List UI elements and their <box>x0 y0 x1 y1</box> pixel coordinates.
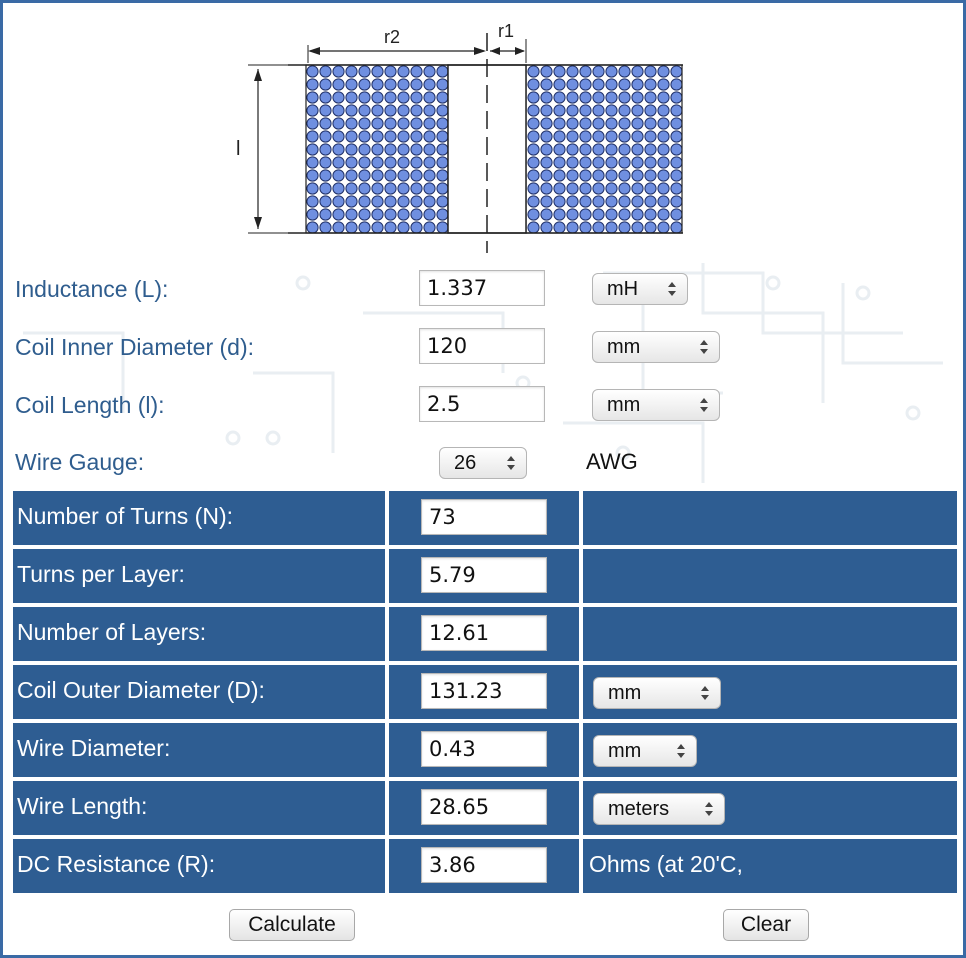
inductance-label: Inductance (L): <box>15 276 169 302</box>
outer-diameter-label: Coil Outer Diameter (D): <box>17 677 265 703</box>
r1-label: r1 <box>498 21 514 41</box>
result-row-outer-diameter: Coil Outer Diameter (D): mm <box>13 665 957 719</box>
wire-gauge-unit: AWG <box>586 449 638 474</box>
result-row-wire-diameter: Wire Diameter: mm <box>13 723 957 777</box>
result-row-dc-resistance: DC Resistance (R): Ohms (at 20'C, <box>13 839 957 893</box>
inner-diameter-input[interactable] <box>419 328 545 364</box>
dc-resistance-note: Ohms (at 20'C, <box>589 851 743 877</box>
layers-label: Number of Layers: <box>17 619 207 645</box>
layers-output[interactable] <box>421 615 547 651</box>
result-row-turns: Number of Turns (N): <box>13 491 957 545</box>
r2-label: r2 <box>384 27 400 47</box>
select-arrows-icon <box>701 686 709 700</box>
select-arrows-icon <box>700 340 708 354</box>
dc-resistance-label: DC Resistance (R): <box>17 851 216 877</box>
outer-diameter-output[interactable] <box>421 673 547 709</box>
result-row-turns-per-layer: Turns per Layer: <box>13 549 957 603</box>
wire-gauge-label: Wire Gauge: <box>15 449 145 475</box>
inner-diameter-unit-select[interactable]: mm <box>592 331 720 363</box>
wire-length-output[interactable] <box>421 789 547 825</box>
calculate-button[interactable]: Calculate <box>229 909 355 941</box>
turns-label: Number of Turns (N): <box>17 503 233 529</box>
outer-diameter-unit-select[interactable]: mm <box>593 677 721 709</box>
dc-resistance-output[interactable] <box>421 847 547 883</box>
turns-output[interactable] <box>421 499 547 535</box>
wire-diameter-unit-select[interactable]: mm <box>593 735 697 767</box>
coil-cross-section-diagram: r2 r1 l <box>236 21 683 253</box>
wire-diameter-label: Wire Diameter: <box>17 735 171 761</box>
l-label: l <box>236 138 240 160</box>
coil-length-label: Coil Length (l): <box>15 392 165 418</box>
inductance-input[interactable] <box>419 270 545 306</box>
clear-button[interactable]: Clear <box>723 909 809 941</box>
result-row-layers: Number of Layers: <box>13 607 957 661</box>
select-arrows-icon <box>668 282 676 296</box>
turns-per-layer-output[interactable] <box>421 557 547 593</box>
wire-diameter-output[interactable] <box>421 731 547 767</box>
wire-length-label: Wire Length: <box>17 793 148 819</box>
wire-length-unit-select[interactable]: meters <box>593 793 725 825</box>
select-arrows-icon <box>700 398 708 412</box>
circuit-background <box>23 263 943 483</box>
turns-per-layer-label: Turns per Layer: <box>17 561 185 587</box>
coil-length-unit-select[interactable]: mm <box>592 389 720 421</box>
select-arrows-icon <box>677 744 685 758</box>
coil-length-input[interactable] <box>419 386 545 422</box>
select-arrows-icon <box>507 456 515 470</box>
wire-gauge-select[interactable]: 26 <box>439 447 527 479</box>
select-arrows-icon <box>705 802 713 816</box>
result-row-wire-length: Wire Length: meters <box>13 781 957 835</box>
inductance-unit-select[interactable]: mH <box>592 273 688 305</box>
inner-diameter-label: Coil Inner Diameter (d): <box>15 334 255 360</box>
